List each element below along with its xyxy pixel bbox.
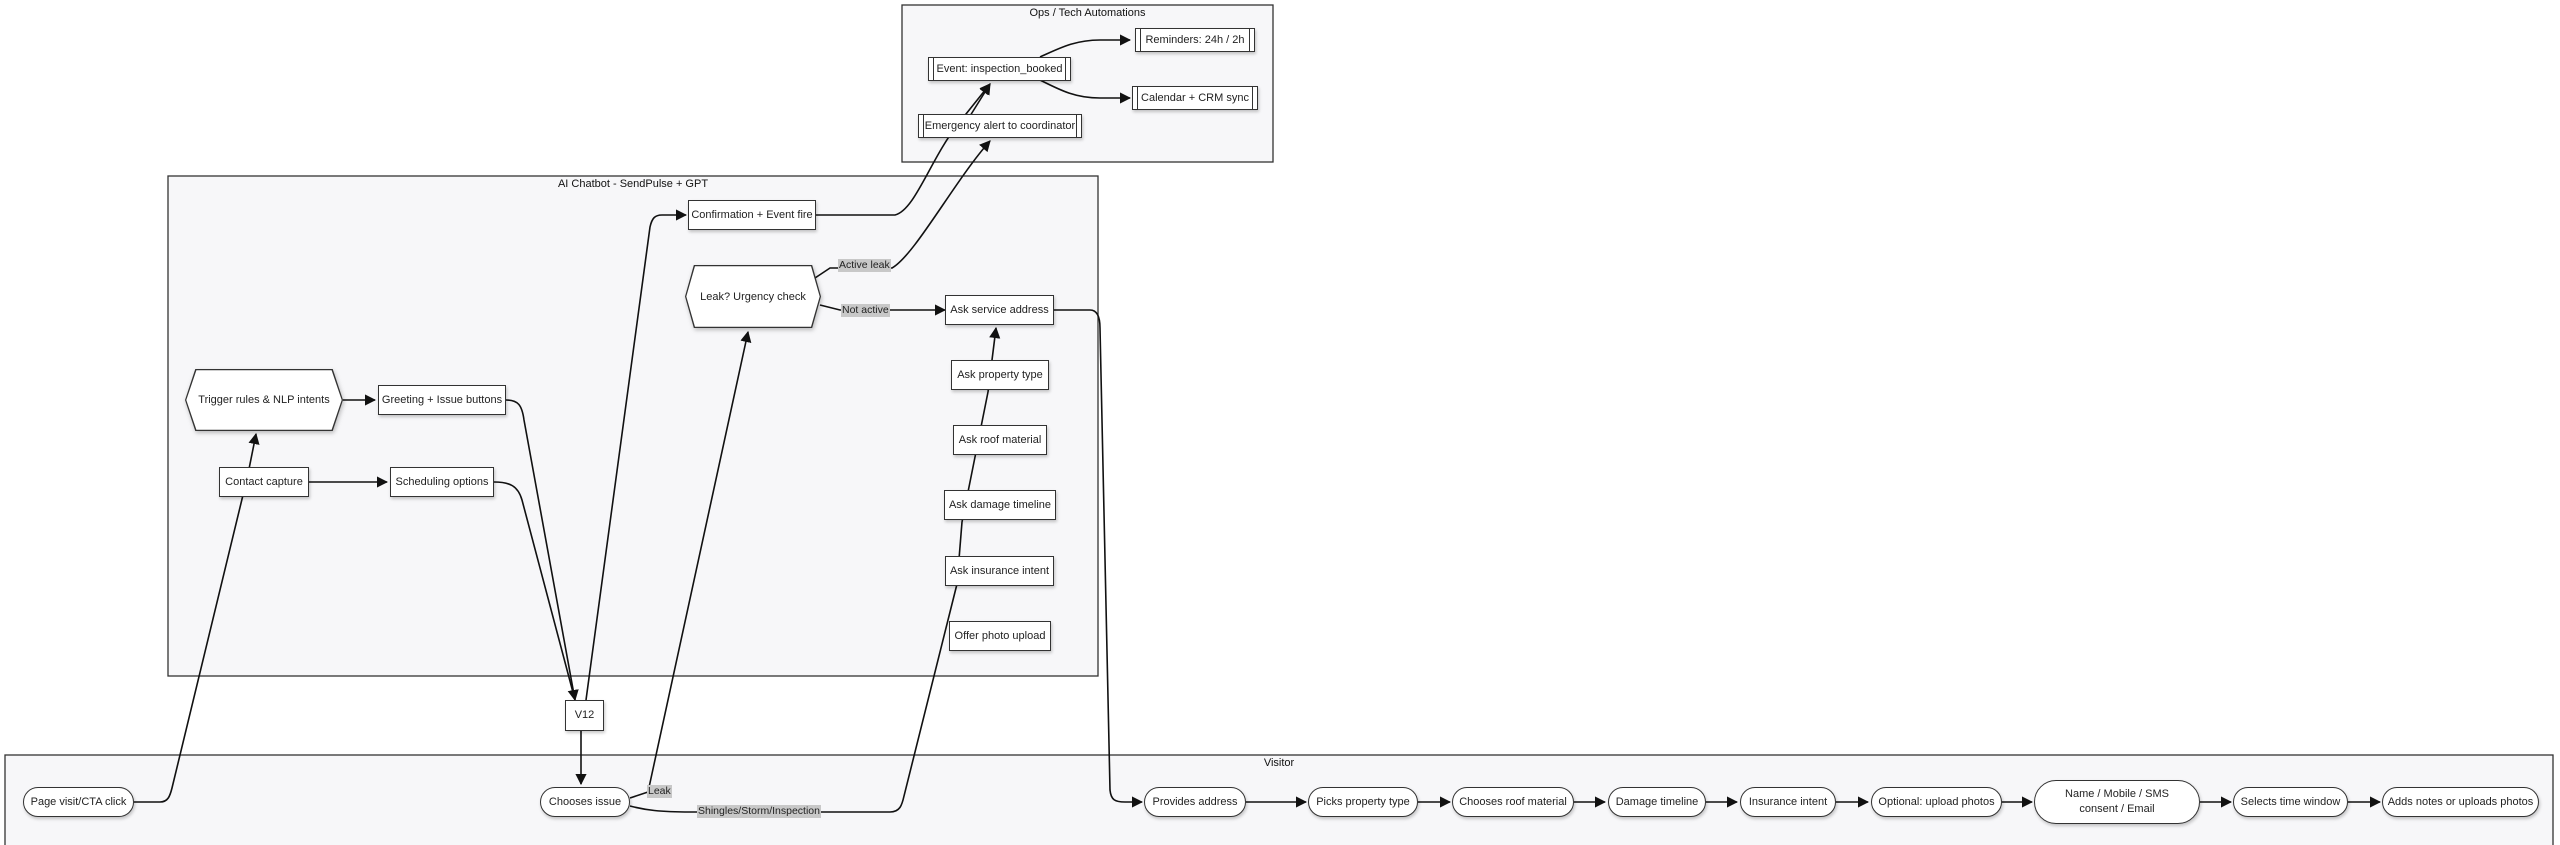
- ask-service-address-label: Ask service address: [950, 303, 1049, 316]
- picks-property-type-node[interactable]: Picks property type: [1308, 787, 1418, 817]
- emergency-alert-node[interactable]: Emergency alert to coordinator: [918, 114, 1082, 138]
- optional-upload-photos-label: Optional: upload photos: [1878, 795, 1995, 808]
- trigger-rules-node[interactable]: Trigger rules & NLP intents: [185, 369, 343, 431]
- chooses-issue-node[interactable]: Chooses issue: [540, 787, 630, 817]
- trigger-rules-label: Trigger rules & NLP intents: [198, 394, 330, 406]
- adds-notes-node[interactable]: Adds notes or uploads photos: [2382, 787, 2539, 817]
- cluster-ops-title: Ops / Tech Automations: [1029, 7, 1146, 19]
- chooses-issue-label: Chooses issue: [548, 795, 622, 808]
- edge-label-leak: Leak: [647, 785, 672, 798]
- reminders-label: Reminders: 24h / 2h: [1145, 33, 1245, 46]
- optional-upload-photos-node[interactable]: Optional: upload photos: [1871, 787, 2002, 817]
- scheduling-options-label: Scheduling options: [395, 475, 489, 488]
- event-inspection-booked-label: Event: inspection_booked: [936, 62, 1063, 75]
- greeting-node[interactable]: Greeting + Issue buttons: [378, 385, 506, 415]
- cluster-chatbot-title: AI Chatbot - SendPulse + GPT: [557, 178, 709, 190]
- selects-time-window-node[interactable]: Selects time window: [2233, 787, 2348, 817]
- edge-contact-trigger: [248, 432, 260, 470]
- edge-pagevisit-contact: [134, 494, 244, 803]
- contact-capture-label: Contact capture: [225, 475, 303, 488]
- ask-roof-material-label: Ask roof material: [958, 433, 1042, 446]
- ask-property-type-node[interactable]: Ask property type: [951, 360, 1049, 390]
- edge-label-not-active: Not active: [841, 304, 890, 317]
- name-mobile-consent-label: Name / Mobile / SMS consent / Email: [2065, 788, 2169, 815]
- edge-v12-confirm: [585, 209, 688, 701]
- ask-service-address-node[interactable]: Ask service address: [945, 295, 1054, 325]
- damage-timeline-node[interactable]: Damage timeline: [1608, 787, 1706, 817]
- edge-chooses-insurance: [629, 583, 958, 813]
- v12-label: V12: [574, 709, 595, 722]
- provides-address-node[interactable]: Provides address: [1144, 787, 1246, 817]
- provides-address-label: Provides address: [1152, 795, 1238, 808]
- confirmation-label: Confirmation + Event fire: [691, 208, 813, 221]
- edge-event-crm: [1039, 79, 1132, 104]
- picks-property-type-label: Picks property type: [1316, 795, 1410, 808]
- edge-leak-emergency: [811, 140, 991, 281]
- ask-insurance-intent-label: Ask insurance intent: [949, 564, 1050, 577]
- adds-notes-label: Adds notes or uploads photos: [2387, 795, 2534, 808]
- emergency-alert-label: Emergency alert to coordinator: [924, 119, 1076, 132]
- ask-insurance-intent-node[interactable]: Ask insurance intent: [945, 556, 1054, 586]
- contact-capture-node[interactable]: Contact capture: [219, 467, 309, 497]
- calendar-crm-label: Calendar + CRM sync: [1141, 91, 1249, 104]
- chooses-roof-material-label: Chooses roof material: [1459, 795, 1567, 808]
- calendar-crm-node[interactable]: Calendar + CRM sync: [1132, 86, 1258, 110]
- ask-damage-timeline-node[interactable]: Ask damage timeline: [944, 490, 1056, 520]
- page-visit-node[interactable]: Page visit/CTA click: [23, 787, 134, 817]
- edge-leak-address: [819, 304, 947, 316]
- confirmation-node[interactable]: Confirmation + Event fire: [688, 200, 816, 230]
- page-visit-label: Page visit/CTA click: [30, 795, 127, 808]
- edge-greeting-v12: [505, 399, 579, 702]
- selects-time-window-label: Selects time window: [2240, 795, 2341, 808]
- cluster-visitor-title: Visitor: [1263, 757, 1295, 769]
- offer-photo-upload-label: Offer photo upload: [954, 629, 1046, 642]
- edge-address-provides: [1054, 309, 1144, 808]
- greeting-label: Greeting + Issue buttons: [381, 393, 503, 406]
- edge-label-shingles: Shingles/Storm/Inspection: [697, 805, 821, 818]
- insurance-intent-node[interactable]: Insurance intent: [1740, 787, 1836, 817]
- ask-property-type-label: Ask property type: [957, 368, 1043, 381]
- offer-photo-upload-node[interactable]: Offer photo upload: [949, 621, 1051, 651]
- insurance-intent-label: Insurance intent: [1748, 795, 1828, 808]
- edge-label-active-leak: Active leak: [838, 259, 891, 272]
- damage-timeline-label: Damage timeline: [1615, 795, 1699, 808]
- event-inspection-booked-node[interactable]: Event: inspection_booked: [928, 57, 1071, 81]
- edge-scheduling-v12: [493, 481, 576, 701]
- scheduling-options-node[interactable]: Scheduling options: [390, 467, 494, 497]
- chooses-roof-material-node[interactable]: Chooses roof material: [1452, 787, 1574, 817]
- edge-event-reminders: [1039, 34, 1132, 58]
- ask-damage-timeline-label: Ask damage timeline: [948, 498, 1052, 511]
- v12-node[interactable]: V12: [565, 700, 604, 731]
- name-mobile-consent-node[interactable]: Name / Mobile / SMS consent / Email: [2034, 780, 2200, 824]
- ask-roof-material-node[interactable]: Ask roof material: [953, 425, 1047, 455]
- leak-check-node[interactable]: Leak? Urgency check: [685, 265, 821, 328]
- leak-check-label: Leak? Urgency check: [700, 290, 806, 303]
- reminders-node[interactable]: Reminders: 24h / 2h: [1135, 28, 1255, 52]
